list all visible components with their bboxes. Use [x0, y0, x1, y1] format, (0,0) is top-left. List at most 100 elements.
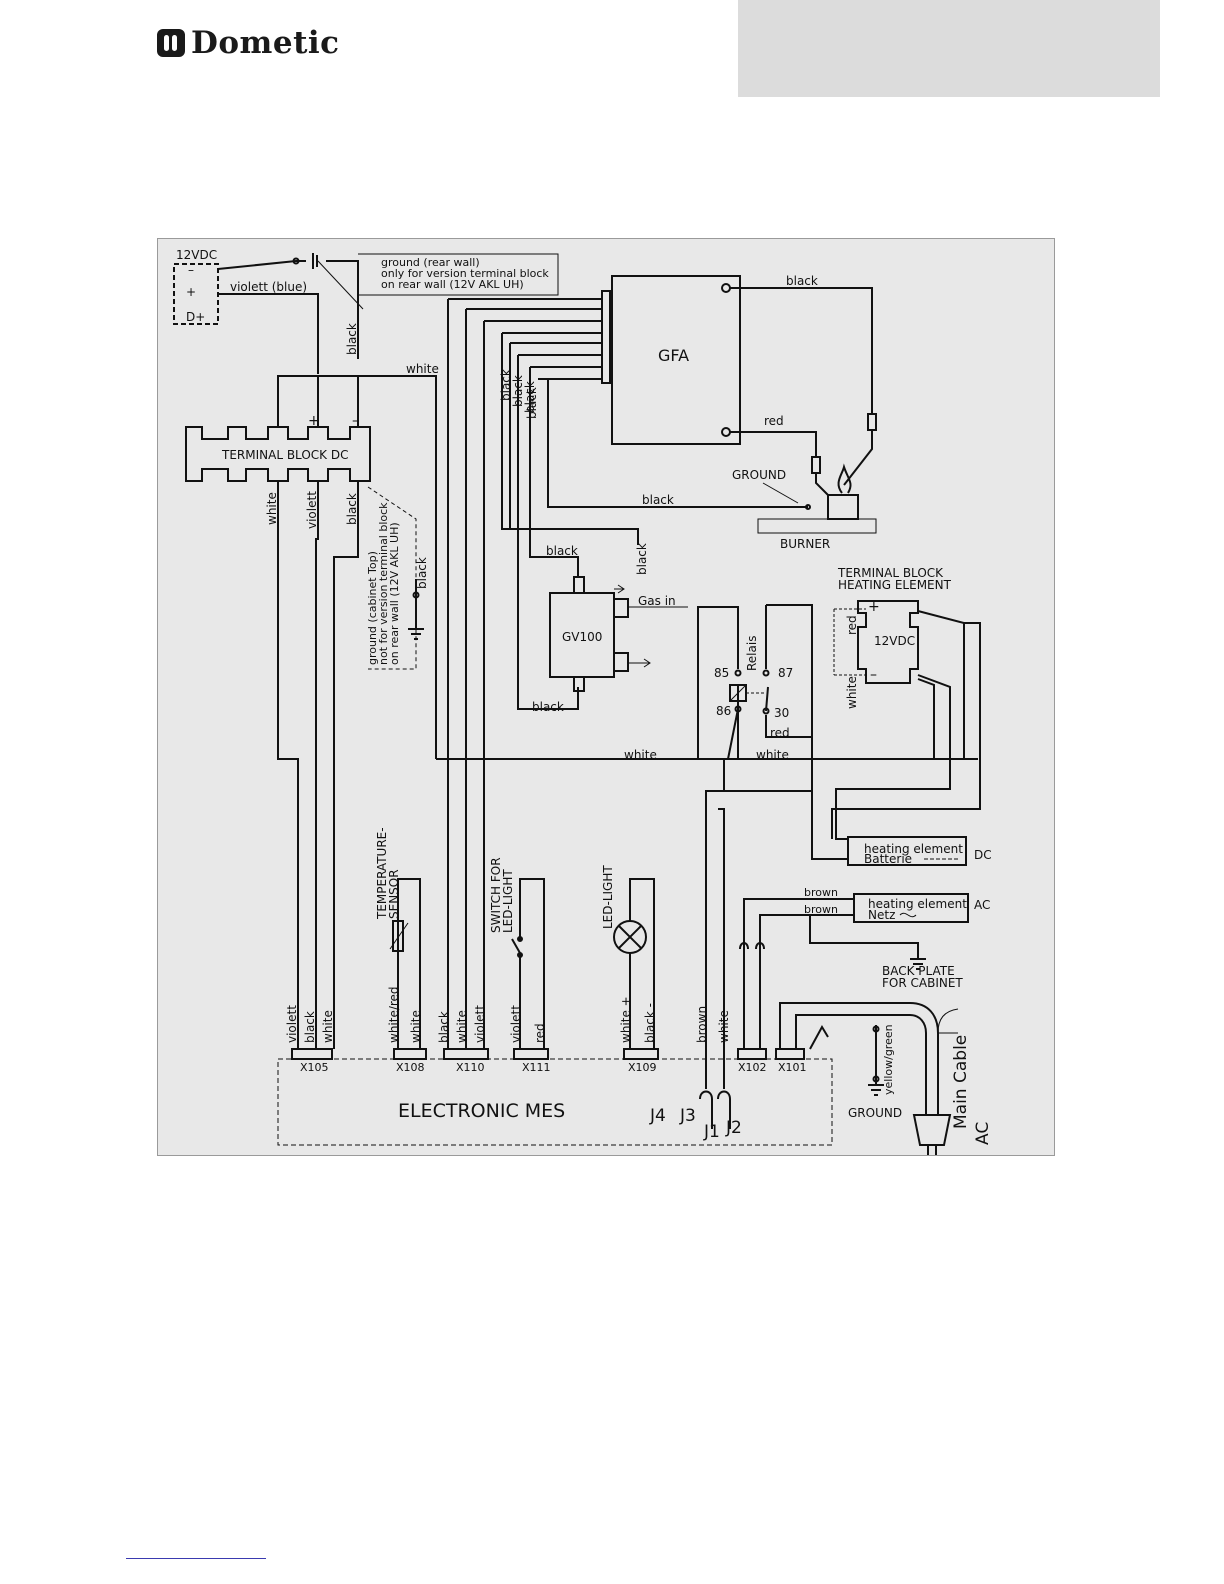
ground-ac-symbol	[910, 958, 926, 970]
label-x110-white: white	[455, 1010, 469, 1043]
gv100-out-port	[613, 652, 629, 672]
wires-gfa-bundle	[448, 298, 603, 380]
temp-sensor-icon	[392, 920, 404, 952]
main-cable-2	[795, 1014, 927, 1115]
label-electronic-mes: ELECTRONIC MES	[398, 1100, 565, 1122]
ground-yellow-green	[868, 1025, 884, 1096]
label-12vdc: 12VDC	[176, 248, 217, 262]
wire-he-dc	[835, 674, 951, 840]
resistor-2	[811, 456, 821, 474]
note-rear-3: on rear wall (12V AKL UH)	[381, 278, 524, 291]
main-cable-bend	[937, 1008, 959, 1034]
label-tb-minus: –	[352, 413, 359, 429]
heating-element-dc	[847, 836, 967, 866]
label-x110-black: black	[437, 1011, 451, 1043]
wire-violett-blue	[218, 293, 319, 374]
note-box-rear	[358, 253, 559, 296]
dometic-logo: Dometic	[157, 25, 340, 61]
label-black-tb: black	[345, 493, 359, 525]
wire-red-30	[765, 715, 812, 738]
electronic-mes-box	[277, 1058, 833, 1146]
ground-rear-symbol	[312, 253, 318, 269]
label-white-bus: white	[624, 748, 657, 762]
relay-coil-diag	[729, 684, 747, 702]
label-main-cable-1: Main Cable	[951, 1035, 971, 1129]
note-box-top	[367, 486, 417, 670]
label-back-plate-2: FOR CABINET	[882, 976, 963, 990]
label-he-dc-2: Batterie	[864, 852, 912, 866]
ground-yellow-green-node-1	[872, 1025, 880, 1033]
wire-white-top	[277, 375, 437, 759]
label-switch-1: SWITCH FOR	[489, 857, 503, 933]
led-switch-node-2	[517, 936, 523, 942]
footer-rule	[126, 1558, 266, 1559]
wire-86	[727, 708, 739, 760]
label-black-ground-top: black	[415, 557, 429, 589]
note-top-1: ground (cabinet Top)	[366, 551, 379, 665]
label-black-gv-top: black	[546, 544, 578, 558]
label-ground-main: GROUND	[848, 1106, 902, 1120]
wire-12vdc-minus	[217, 260, 306, 270]
relay-85	[734, 669, 742, 677]
label-j4: J4	[649, 1106, 666, 1126]
label-x102: X102	[738, 1061, 767, 1074]
wire-he-right-2	[917, 678, 935, 759]
tb-top-wires	[317, 376, 359, 427]
label-gfa: GFA	[658, 346, 689, 365]
label-red-he: red	[845, 615, 859, 635]
wire-brown-ac-1	[743, 898, 854, 1049]
gas-in-arrow	[614, 584, 625, 594]
label-white-top: white	[406, 362, 439, 376]
wiring-diagram: 12VDC – + D+ violett (blue) ground (rear…	[157, 238, 1055, 1156]
label-r85: 85	[714, 666, 729, 680]
gv100-top-port	[573, 576, 585, 594]
ground-node	[805, 504, 811, 510]
label-x110: X110	[456, 1061, 485, 1074]
label-black-gfa-2: black	[511, 375, 525, 407]
label-tb-plus: +	[308, 413, 320, 429]
gfa-terminal-bottom	[721, 427, 731, 437]
wire-black-from-ground	[326, 260, 359, 359]
label-x108-white-red: white/red	[387, 986, 401, 1043]
wire-black-gv-bottom	[517, 355, 579, 710]
gfa-box	[611, 275, 741, 445]
label-j3: J3	[679, 1106, 696, 1126]
label-terminal-block-dc: TERMINAL BLOCK DC	[221, 448, 348, 462]
resistor-1	[867, 413, 877, 431]
j1-connector	[699, 1090, 713, 1129]
label-black-gfa-4: black	[525, 387, 539, 419]
label-black-ground: black	[642, 493, 674, 507]
note-rear-2: only for version terminal block	[381, 267, 549, 280]
label-violett-tb: violett	[305, 491, 319, 529]
led-switch-node-1	[517, 952, 523, 958]
label-x105-white: white	[321, 1010, 335, 1043]
label-x111-violett: violett	[509, 1005, 523, 1043]
label-ground-burner: GROUND	[732, 468, 786, 482]
label-tbhe-plus: +	[868, 599, 880, 615]
wire-white-relay-down	[723, 759, 812, 792]
led-switch-icon	[511, 938, 521, 954]
relay-switch	[765, 686, 769, 712]
label-gas-in: Gas in	[638, 594, 676, 608]
label-r30: 30	[774, 706, 789, 720]
wire-black-ground	[547, 379, 808, 508]
wire-relay-87-dc	[766, 604, 848, 860]
header-box	[738, 0, 1160, 97]
wiring-diagram-svg: 12VDC – + D+ violett (blue) ground (rear…	[173, 248, 993, 1155]
wire-brown-to-j	[705, 790, 724, 1049]
label-tbhe-1: TERMINAL BLOCK	[837, 566, 944, 580]
wire-to-burner-2	[815, 473, 829, 496]
gfa-terminal-top	[721, 283, 731, 293]
j-wires	[705, 1049, 725, 1089]
label-brown-ac-2: brown	[804, 903, 838, 916]
main-plug-pins	[927, 1145, 937, 1155]
label-x105: X105	[300, 1061, 329, 1074]
gas-out-arrow	[628, 658, 651, 668]
label-minus: –	[188, 263, 194, 277]
label-x109-black: black -	[643, 1003, 657, 1043]
wire-led-light	[629, 878, 655, 1049]
label-relais: Relais	[745, 636, 759, 671]
led-light-cross	[618, 925, 642, 949]
terminal-block-dc	[185, 426, 371, 482]
label-dplus: D+	[186, 310, 205, 324]
